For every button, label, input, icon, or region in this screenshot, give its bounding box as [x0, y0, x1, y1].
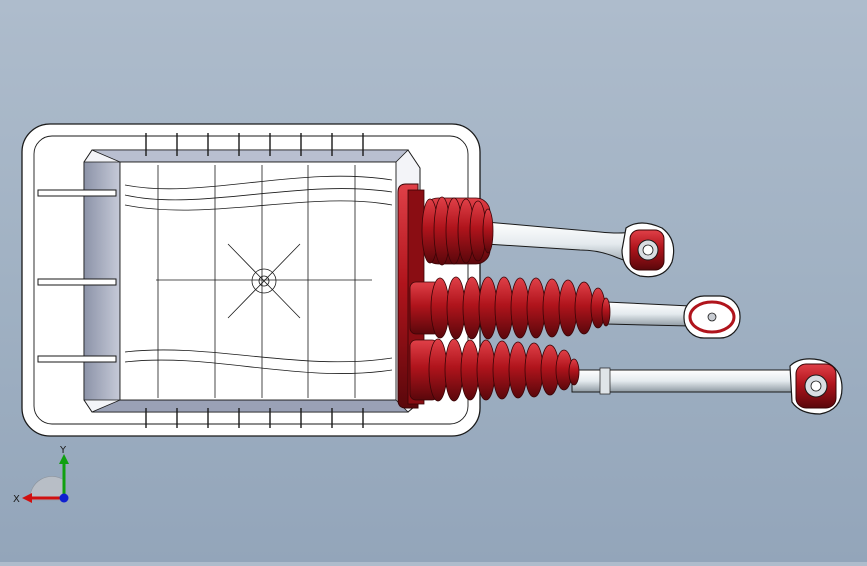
y-axis-arrow-icon [59, 454, 69, 464]
housing [21, 123, 481, 437]
cable-2[interactable] [409, 276, 741, 340]
plane-indicator [29, 476, 65, 501]
cable-1[interactable] [421, 196, 675, 278]
x-axis-label: X [13, 494, 20, 505]
coordinate-triad: Y X [10, 440, 80, 510]
cable-3[interactable] [409, 338, 843, 415]
x-axis-arrow-icon [22, 493, 32, 503]
axis-triad-icon: Y X [13, 445, 69, 505]
y-axis-label: Y [59, 445, 67, 456]
z-axis-dot [59, 493, 69, 503]
